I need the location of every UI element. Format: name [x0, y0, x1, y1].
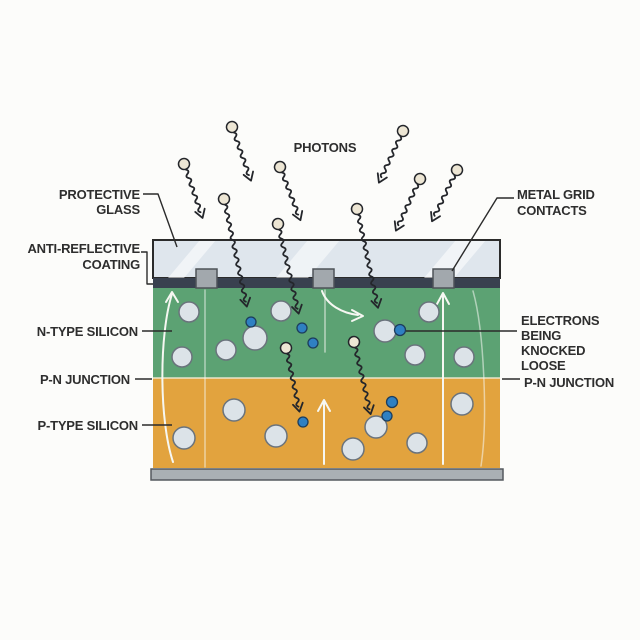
metal-grid-contacts-group [195, 268, 455, 289]
photon-arrow-internal [279, 341, 304, 413]
photons-label: PHOTONS [293, 140, 357, 155]
leader-protective-glass [143, 193, 178, 248]
leader-anti-reflective [141, 251, 153, 285]
flow-arrowhead-left [165, 291, 179, 303]
photon-arrow-penetrating [271, 217, 303, 315]
flow-arrowhead-center [317, 399, 331, 412]
leader-metal-grid [451, 197, 514, 272]
photon-arrow [393, 172, 427, 232]
photon-arrow-penetrating [350, 202, 383, 309]
label-leader-lines [135, 193, 520, 426]
protective-glass-label: PROTECTIVE GLASS [58, 187, 140, 217]
photon-arrow [376, 124, 410, 184]
flow-arrowhead-contact [351, 309, 364, 322]
flow-arrow-left-curve [161, 293, 174, 463]
photon-arrows [177, 120, 464, 416]
photon-arrow [225, 120, 254, 182]
anti-reflective-coating-label: ANTI-REFLECTIVE COATING [27, 241, 140, 272]
metal-contact-3 [432, 268, 455, 289]
electron-dots [245, 316, 407, 428]
photon-arrow-penetrating [217, 192, 251, 308]
photon-arrow [430, 163, 464, 223]
p-n-junction-right-label: P-N JUNCTION [524, 375, 615, 390]
metal-grid-contacts-label: METAL GRID CONTACTS [517, 187, 595, 218]
metal-contact-1 [195, 268, 218, 289]
n-type-silicon-label: N-TYPE SILICON [36, 324, 138, 339]
photon-arrow [177, 157, 206, 219]
metal-contact-2 [312, 268, 335, 289]
p-type-silicon-label: P-TYPE SILICON [37, 418, 139, 433]
atom-circles [171, 300, 475, 461]
grain-line-3 [472, 290, 486, 467]
flow-arrow-contact-curve [321, 290, 359, 316]
photon-arrow [273, 160, 304, 222]
electrons-knocked-loose-label: ELECTRONS BEING KNOCKED LOOSE [521, 313, 600, 373]
flow-arrowhead-right [436, 292, 450, 305]
back-contact-bar [150, 468, 504, 481]
p-n-junction-left-label: P-N JUNCTION [39, 372, 130, 387]
photon-arrow-internal [347, 335, 375, 416]
current-flow-arrows [161, 289, 486, 468]
